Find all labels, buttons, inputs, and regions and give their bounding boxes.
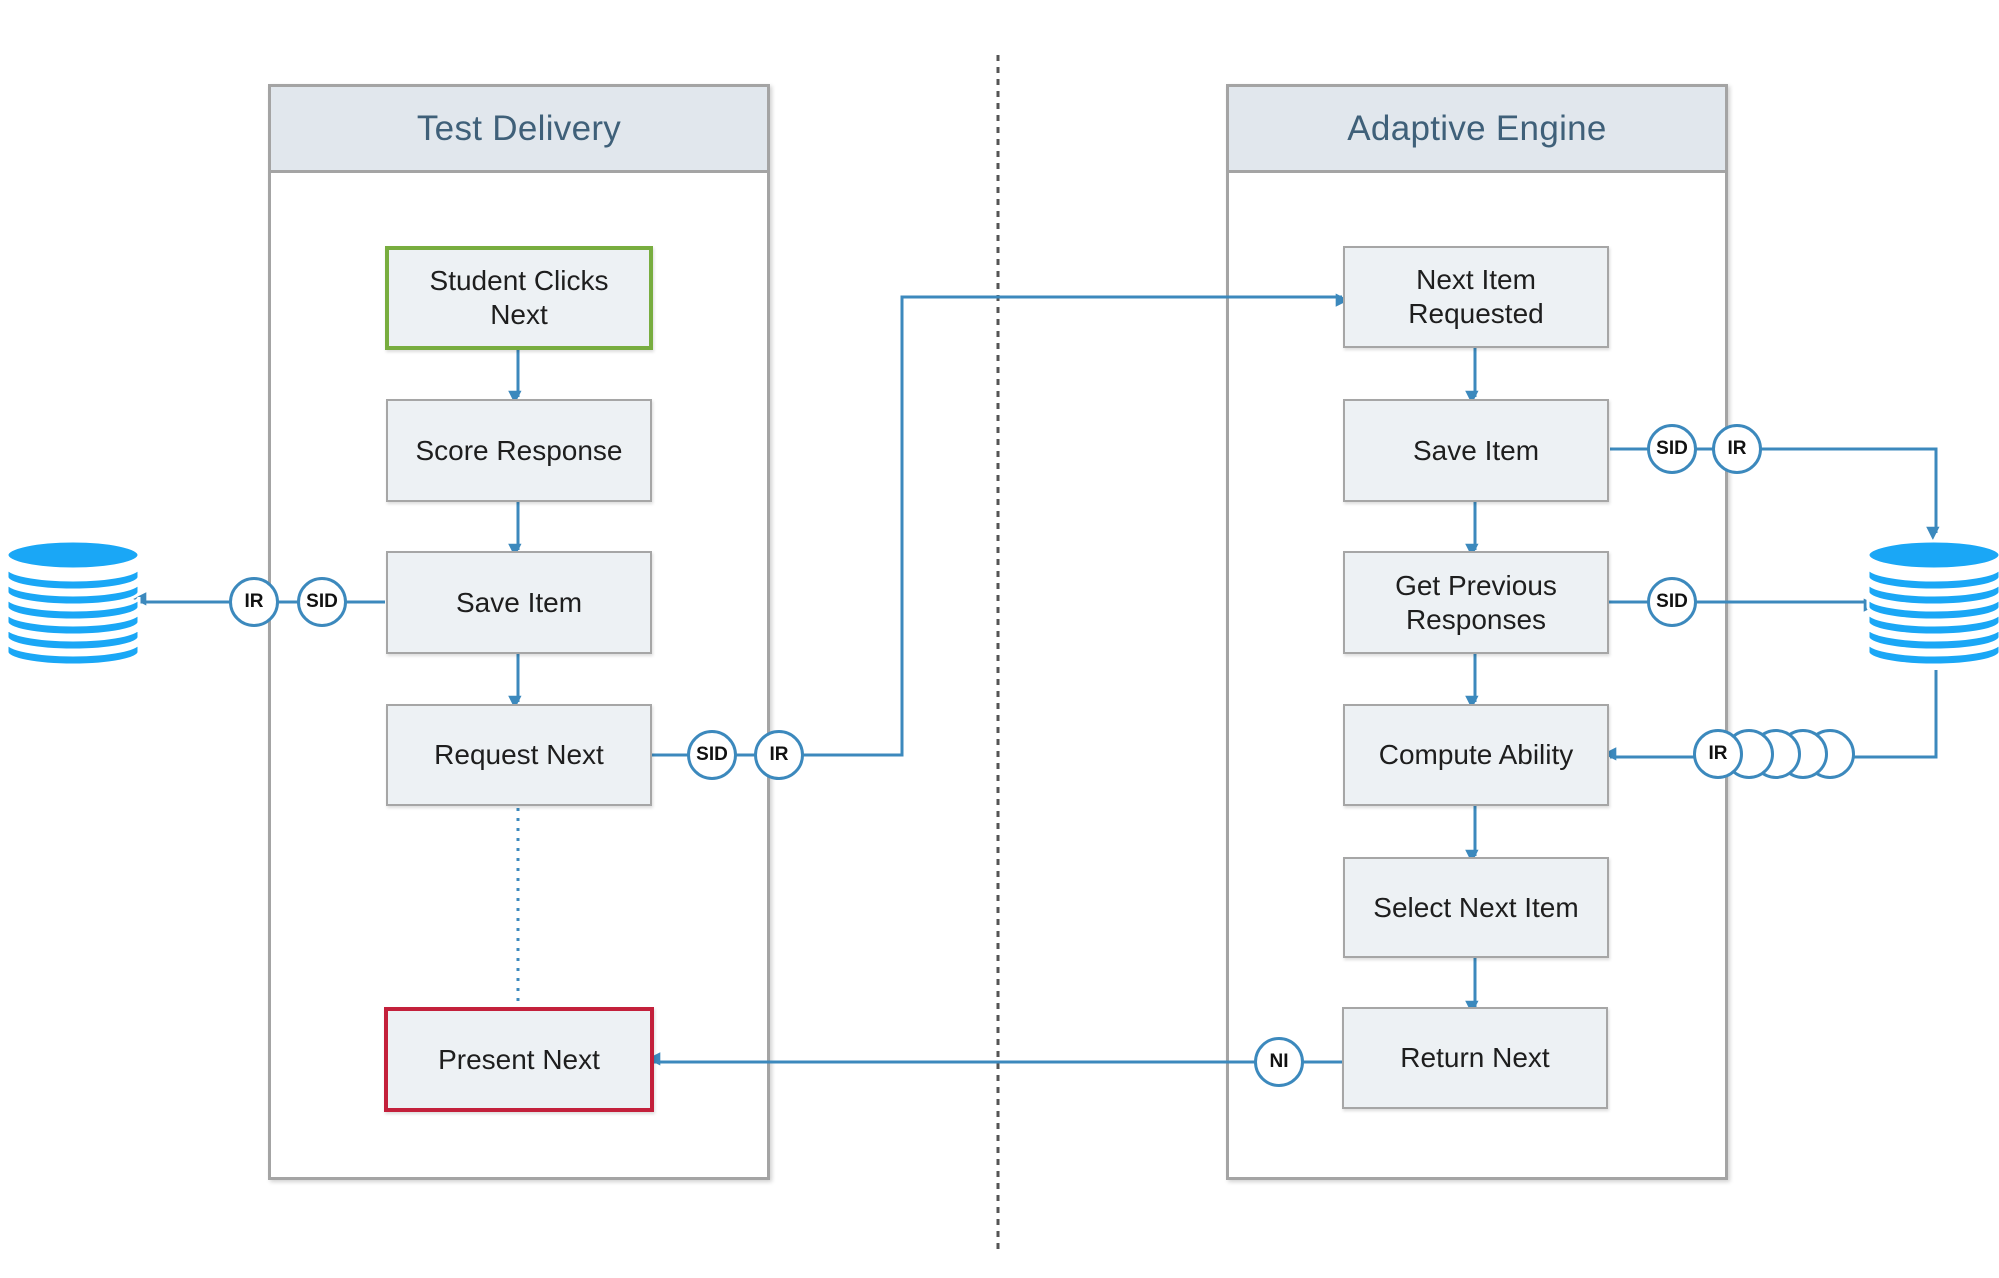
- node-label: Request Next: [434, 739, 604, 770]
- node-request-next: Request Next: [386, 704, 652, 806]
- node-label: Select Next Item: [1373, 891, 1579, 923]
- token-sid: SID: [1647, 577, 1697, 627]
- token-ir: IR: [229, 577, 279, 627]
- token-ir: IR: [1712, 424, 1762, 474]
- node-save-item-right: Save Item: [1343, 399, 1609, 502]
- token-sid: SID: [687, 730, 737, 780]
- node-label: Save Item: [455, 586, 583, 618]
- lane-title-test-delivery: Test Delivery: [271, 87, 767, 173]
- token-ir: IR: [1693, 729, 1743, 779]
- token-ni: NI: [1254, 1037, 1304, 1087]
- node-label: Save Item: [1412, 434, 1540, 466]
- node-label: Student Clicks Next: [429, 265, 609, 330]
- token-sid: SID: [297, 577, 347, 627]
- node-student-clicks-next: Student Clicks Next: [385, 246, 653, 350]
- node-get-previous-responses: Get Previous Responses: [1343, 551, 1609, 654]
- database-icon: [5, 539, 141, 667]
- node-label: Return Next: [1400, 1042, 1550, 1073]
- node-score-response: Score Response: [386, 399, 652, 502]
- node-next-item-requested: Next Item Requested: [1343, 246, 1609, 348]
- node-return-next: Return Next: [1342, 1007, 1608, 1109]
- node-present-next: Present Next: [384, 1007, 654, 1112]
- node-label: Present Next: [438, 1043, 600, 1075]
- node-compute-ability: Compute Ability: [1343, 704, 1609, 806]
- node-label: Score Response: [415, 434, 623, 466]
- lane-title-adaptive-engine: Adaptive Engine: [1229, 87, 1725, 173]
- node-label: Compute Ability: [1378, 739, 1574, 770]
- token-sid: SID: [1647, 424, 1697, 474]
- node-label: Get Previous Responses: [1395, 569, 1557, 635]
- node-label: Next Item Requested: [1408, 264, 1544, 329]
- node-save-item-left: Save Item: [386, 551, 652, 654]
- node-select-next-item: Select Next Item: [1343, 857, 1609, 958]
- database-icon: [1866, 539, 1999, 667]
- token-ir: IR: [754, 730, 804, 780]
